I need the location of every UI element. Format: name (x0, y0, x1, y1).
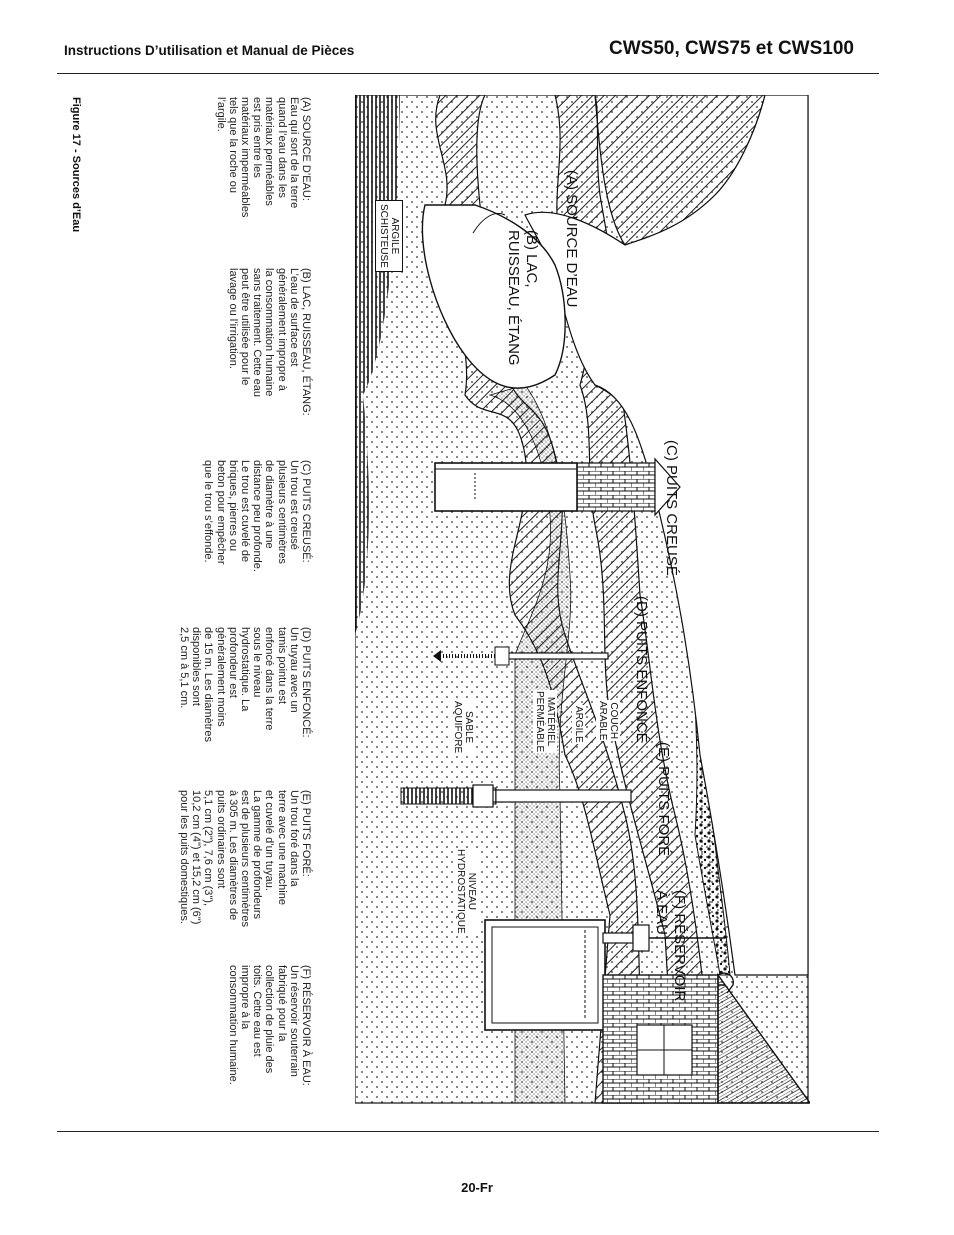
footer-rule (57, 1131, 879, 1132)
description-a: (A) SOURCE D’EAU:Eau qui sort de la terr… (214, 97, 312, 218)
label-lake: (B) LAC, RUISSEAU, ÉTANG (505, 230, 540, 366)
label-aquifer-sand: SABLE AQUIFORE (451, 700, 475, 755)
label-water-table: NIVEAU HYDROSTATIQUE (454, 848, 478, 935)
figure-caption: Figure 17 - Sources d’Eau (70, 97, 82, 233)
label-shale: ARGILE SCHISTEUSE (375, 200, 403, 272)
label-cistern: (F) RÉSERVOIR À EAU (653, 890, 688, 1002)
label-clay: ARGILE (572, 705, 585, 744)
page-number: 20-Fr (461, 1180, 493, 1195)
label-driven-well: (D) PUITS ENFONCÉ (633, 596, 650, 743)
description-f: (F) RÉSERVOIR À EAU:Un réservoir souterr… (226, 965, 312, 1086)
header-manual-title: Instructions D’utilisation et Manual de … (64, 43, 355, 58)
header-rule (57, 73, 879, 74)
label-drilled-well: (E) PUITS FORÉ (655, 742, 672, 857)
water-sources-diagram (355, 95, 810, 1104)
label-permeable: MATÉRIEL PERMÉABLE (533, 690, 557, 754)
label-topsoil: COUCH ARABLE (596, 700, 620, 742)
label-dug-well: (C) PUITS CREUSÉ (663, 440, 680, 576)
label-spring: (A) SOURCE D’EAU (563, 170, 580, 308)
header-model-names: CWS50, CWS75 et CWS100 (609, 38, 854, 59)
description-b: (B) LAC, RUISSEAU, ÉTANG:L’eau de surfac… (226, 268, 312, 416)
